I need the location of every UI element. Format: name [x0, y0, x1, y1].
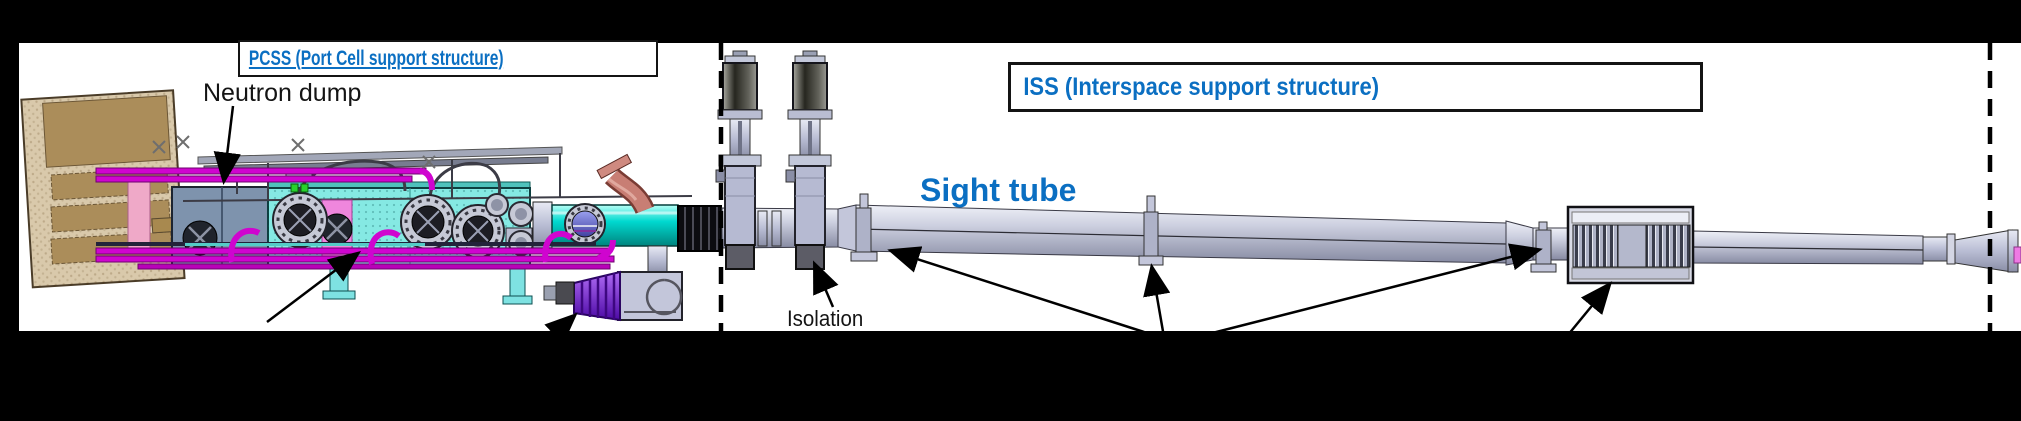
arrow-isolation	[813, 260, 839, 308]
vessel-flange-2	[400, 194, 456, 250]
fixture-x-marks	[152, 135, 436, 169]
neutron-dump-label: Neutron dump	[203, 79, 362, 107]
pink-wall-panel	[127, 179, 151, 253]
gate-valve-1	[715, 50, 763, 270]
vessel-supports	[322, 266, 533, 305]
arrow-clamp-3	[1180, 243, 1543, 343]
iss-label-box: ISS (Interspace support structure)	[1008, 62, 1703, 112]
slide-bottom-bar	[0, 331, 2021, 421]
window-tip	[2013, 246, 2021, 264]
finned-bellows-housing	[1566, 205, 1695, 285]
slide-top-bar	[0, 0, 2021, 43]
pcss-label: PCSS (Port Cell support structure)	[248, 46, 504, 70]
arrow-clamp-2	[1143, 263, 1171, 344]
arrow-clamp-1	[887, 246, 1173, 343]
isolation-label: Isolation	[787, 306, 864, 331]
tube-clamp-1	[850, 193, 878, 262]
pcss-label-box: PCSS (Port Cell support structure)	[238, 40, 658, 77]
slide-left-bar	[0, 0, 19, 421]
sight-tube	[721, 204, 2021, 273]
gate-valve-2	[785, 50, 833, 270]
arrow-neutron-dump	[213, 105, 241, 185]
sight-tube-label: Sight tube	[920, 172, 1077, 208]
tube-clamp-2	[1138, 195, 1164, 266]
turbo-pump	[543, 245, 683, 322]
callout-arrows	[213, 105, 1613, 345]
arrow-flange-area	[266, 250, 361, 323]
iss-label: ISS (Interspace support structure)	[1023, 72, 1380, 101]
bellows	[677, 205, 722, 252]
vessel-flange-1	[272, 192, 328, 248]
inlet-elbow	[596, 153, 655, 215]
viewport-window	[564, 203, 606, 245]
